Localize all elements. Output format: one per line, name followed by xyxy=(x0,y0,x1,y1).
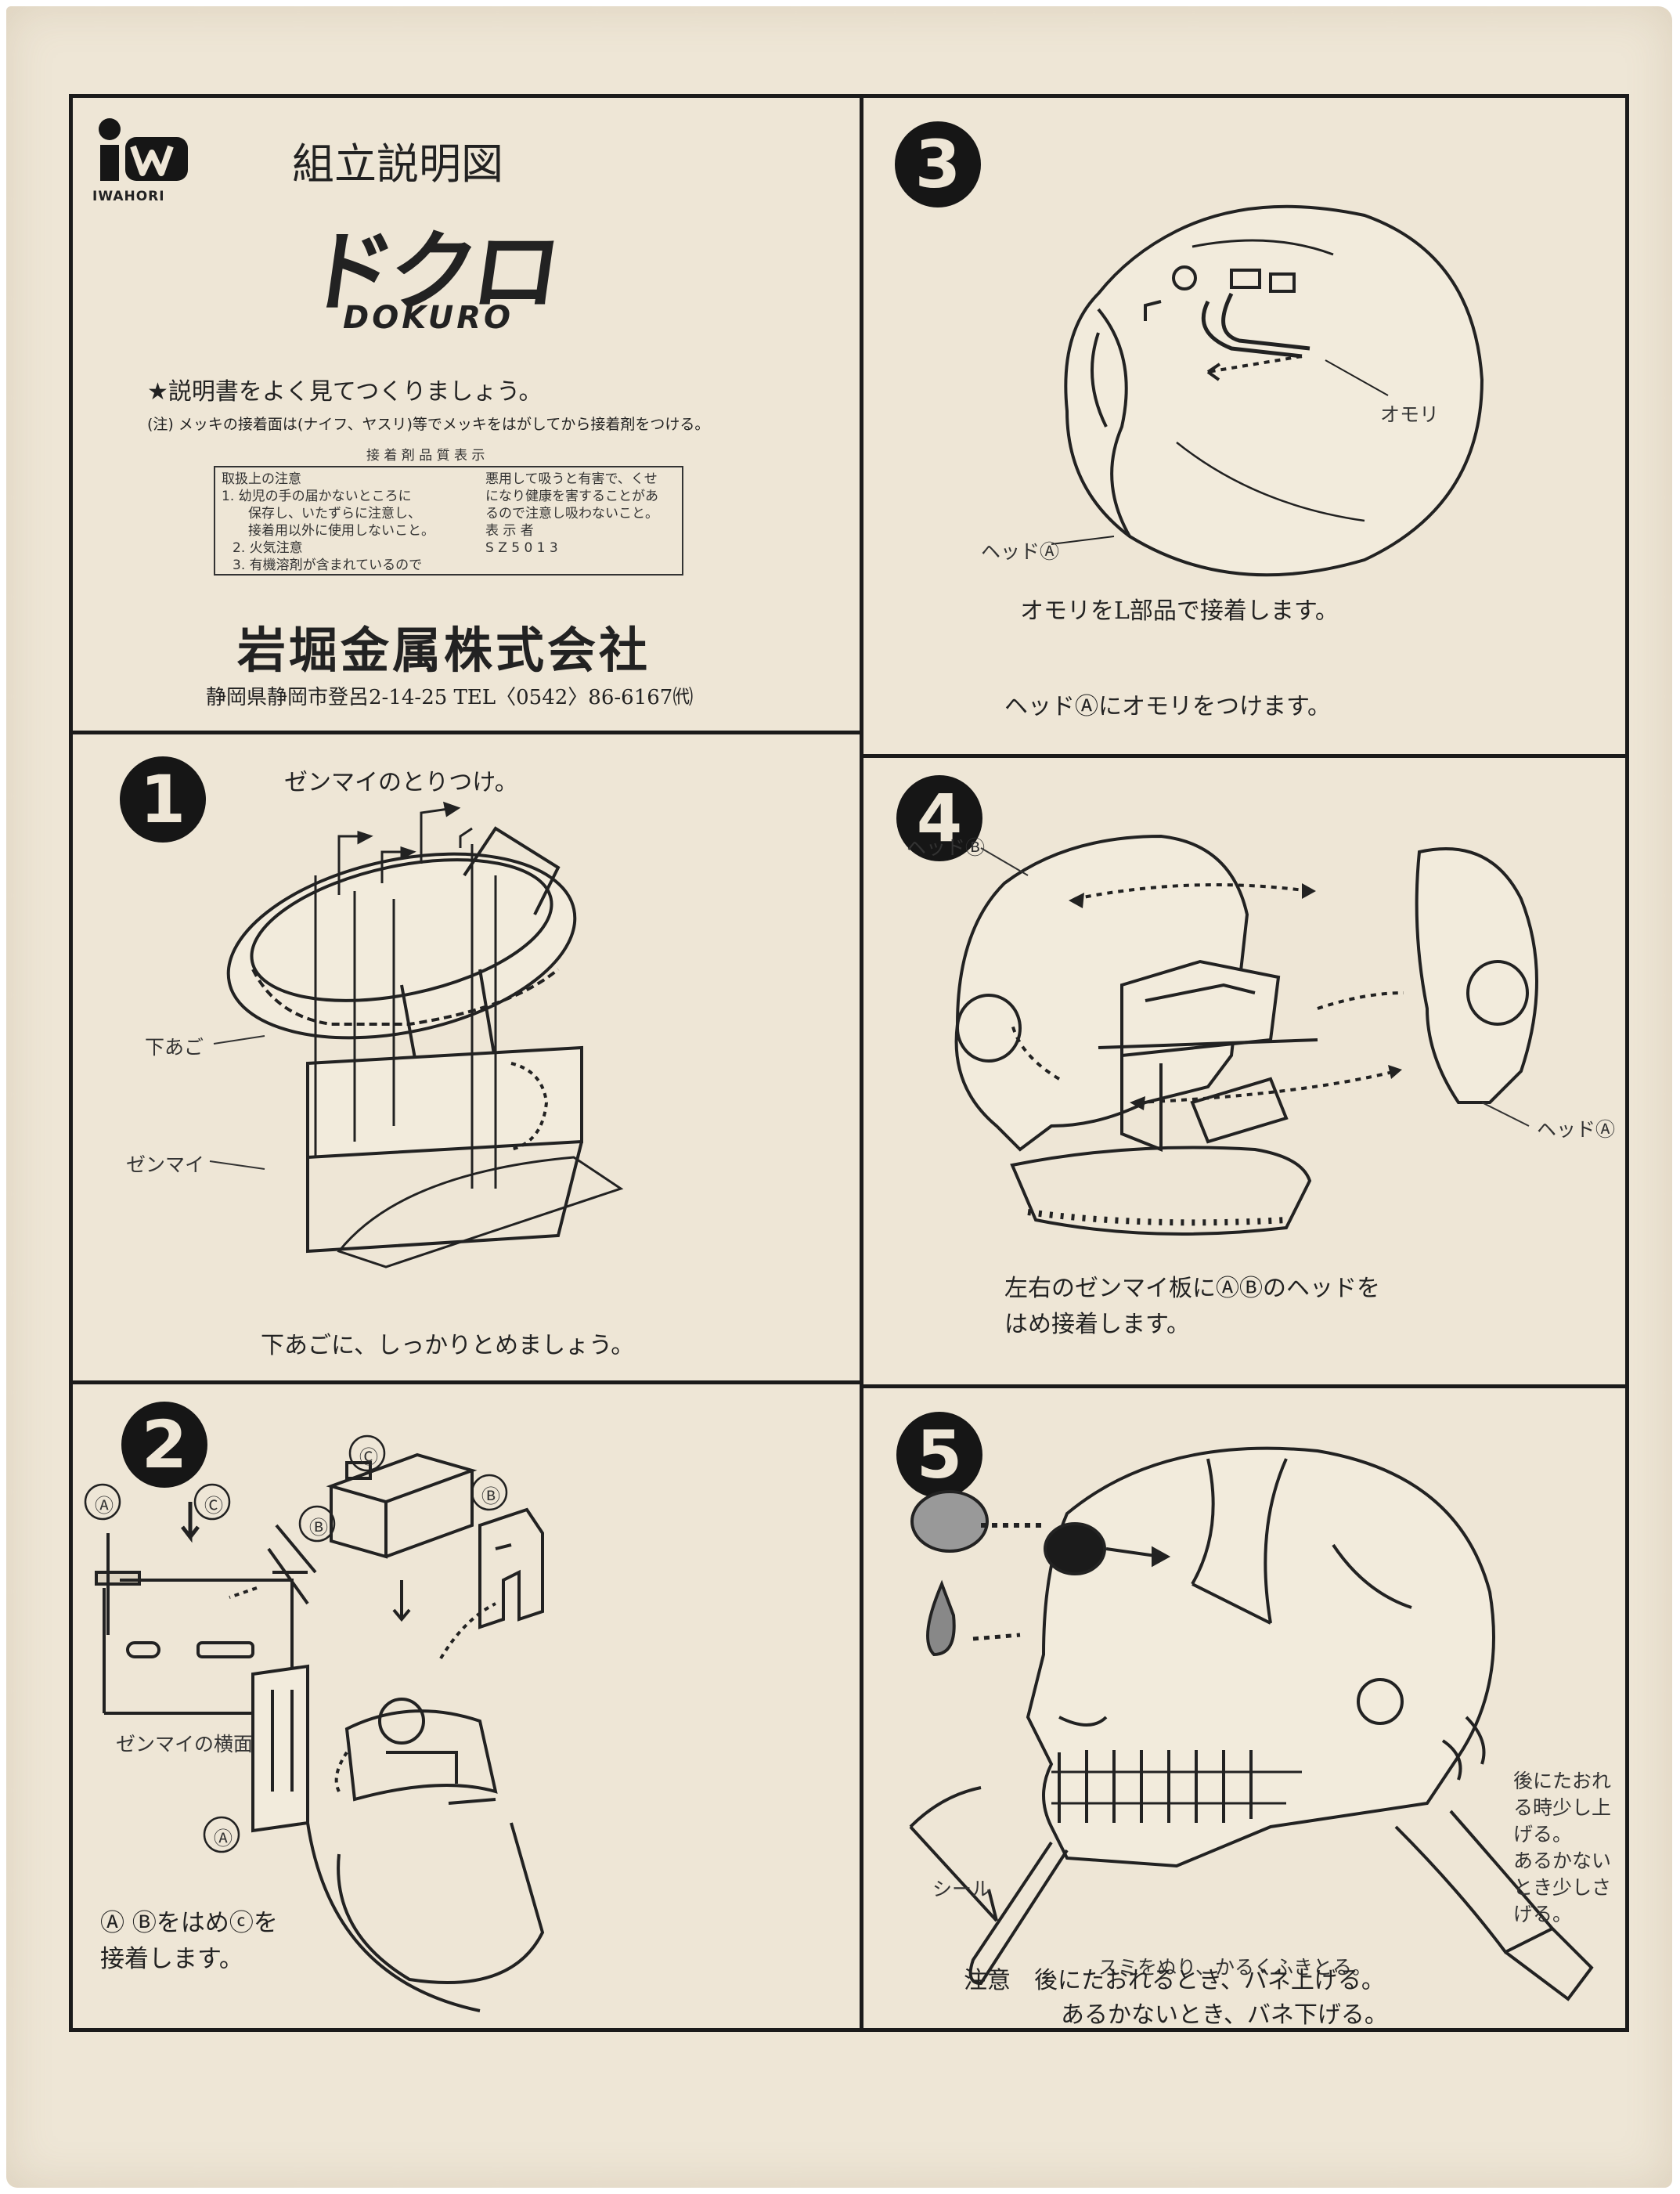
step-5-number: 5 xyxy=(896,1412,982,1498)
adhesive-left-line: 2. 火気注意 xyxy=(233,540,303,556)
step-3-label-head-a: ヘッドⒶ xyxy=(981,540,1060,563)
adhesive-right-column: 悪用して吸うと有害で、くせ になり健康を害することがあ るので注意し吸わないこと… xyxy=(485,471,658,557)
divider-left-2 xyxy=(73,1380,860,1384)
step-4-caption-line: 左右のゼンマイ板にⒶⒷのヘッドを xyxy=(1004,1275,1380,1302)
iwahori-logo: IWAHORI xyxy=(92,115,194,209)
adhesive-left-line: 取扱上の注意 xyxy=(222,471,301,487)
step-1-title: ゼンマイのとりつけ。 xyxy=(284,769,518,796)
step-5-label-ink: スミをぬり、かるくふきとる。 xyxy=(1098,1956,1372,1979)
step-2-caption-line: 接着します。 xyxy=(100,1945,243,1973)
step-5-caution: 注意 後にたおれるとき、バネ上げる。 あるかないとき、バネ下げる。 xyxy=(964,1964,1388,2033)
notice-text: ★説明書をよく見てつくりましょう。 xyxy=(147,378,543,406)
step-2-illustration xyxy=(84,1434,545,2012)
divider-right-2 xyxy=(863,1384,1625,1388)
step-3-label-weight: オモリ xyxy=(1380,403,1440,426)
step-2-label-c: Ⓒ xyxy=(204,1495,223,1517)
step-5-side-note: 後にたおれ る時少し上 げる。 あるかない とき少しさ げる。 xyxy=(1513,1768,1611,1928)
step-4-panel: 4 xyxy=(863,758,1625,1384)
adhesive-left-column: 取扱上の注意 1. 幼児の手の届かないところに 保存し、いたずらに注意し、 接着… xyxy=(222,471,434,574)
step-1-number: 1 xyxy=(120,756,206,843)
adhesive-right-line: 悪用して吸うと有害で、くせ xyxy=(485,471,658,487)
step-3-number: 3 xyxy=(895,121,981,207)
center-divider xyxy=(860,98,863,2028)
step-1-panel: 1 ゼンマイのとりつけ。 xyxy=(73,734,860,1380)
logo-text: IWAHORI xyxy=(92,189,165,204)
step-5-side-note-line: げる。 xyxy=(1513,1823,1573,1846)
adhesive-right-line: るので注意し吸わないこと。 xyxy=(485,506,658,521)
adhesive-right-line: 表 示 者 xyxy=(485,523,534,539)
step-5-side-note-line: 後にたおれ xyxy=(1513,1770,1612,1792)
step-3-illustration xyxy=(1051,204,1484,577)
step-5-side-note-line: げる。 xyxy=(1513,1903,1573,1925)
divider-left-1 xyxy=(73,731,860,734)
company-address: 静岡県静岡市登呂2-14-25 TEL〈0542〉86-6167㈹ xyxy=(206,686,694,709)
page-title: 組立説明図 xyxy=(292,139,503,189)
caution-text: (注) メッキの接着面は(ナイフ、ヤスリ)等でメッキをはがしてから接着剤をつける… xyxy=(147,416,710,433)
step-3-caption-2: ヘッドⒶにオモリをつけます。 xyxy=(1004,693,1331,720)
step-4-caption: 左右のゼンマイ板にⒶⒷのヘッドを はめ接着します。 xyxy=(1004,1271,1380,1343)
instruction-frame: IWAHORI 組立説明図 ドクロ DOKURO ★説明書をよく見てつくりましょ… xyxy=(69,94,1629,2032)
step-5-caution-line: 注意 後にたおれるとき、バネ上げる。 xyxy=(964,1967,1385,1994)
product-logo-en: DOKURO xyxy=(343,300,514,336)
step-2-caption: Ⓐ Ⓑをはめⓒを 接着します。 xyxy=(100,1905,278,1977)
step-2-label-b: Ⓑ xyxy=(309,1517,328,1539)
adhesive-left-line: 1. 幼児の手の届かないところに xyxy=(222,489,412,504)
adhesive-left-line: 保存し、いたずらに注意し、 xyxy=(248,506,421,521)
divider-right-1 xyxy=(863,754,1625,758)
step-2-label-a: Ⓐ xyxy=(95,1495,114,1517)
step-2-label-a-part: Ⓐ xyxy=(214,1828,233,1849)
step-1-caption: 下あごに、しっかりとめましょう。 xyxy=(261,1332,635,1359)
adhesive-left-line: 接着用以外に使用しないこと。 xyxy=(248,523,434,539)
step-5-side-note-line: あるかない xyxy=(1513,1849,1612,1872)
adhesive-right-line: S Z 5 0 1 3 xyxy=(485,540,558,556)
step-1-label-jaw: 下あご xyxy=(145,1036,204,1059)
step-3-panel: 3 xyxy=(863,98,1625,754)
adhesive-heading: 接 着 剤 品 質 表 示 xyxy=(366,448,485,464)
adhesive-left-line: 3. 有機溶剤が含まれているので xyxy=(233,558,423,573)
step-2-label-b-part: Ⓑ xyxy=(481,1485,500,1507)
step-5-side-note-line: る時少し上 xyxy=(1513,1796,1612,1819)
iw-logo-mark-icon xyxy=(99,118,188,181)
step-4-number: 4 xyxy=(896,775,982,861)
step-2-label-spring-side: ゼンマイの横面 xyxy=(116,1733,254,1756)
step-5-caution-line: あるかないとき、バネ下げる。 xyxy=(1061,2001,1388,2029)
adhesive-notice-box: 取扱上の注意 1. 幼児の手の届かないところに 保存し、いたずらに注意し、 接着… xyxy=(214,466,683,576)
adhesive-right-line: になり健康を害することがあ xyxy=(485,489,658,504)
step-5-panel: 5 xyxy=(863,1388,1625,2036)
step-4-caption-line: はめ接着します。 xyxy=(1004,1311,1190,1338)
step-4-label-head-b: ヘッドⒷ xyxy=(907,836,986,859)
step-2-panel: 2 xyxy=(73,1384,860,2034)
instruction-sheet: IWAHORI 組立説明図 ドクロ DOKURO ★説明書をよく見てつくりましょ… xyxy=(6,6,1672,2188)
step-1-label-spring: ゼンマイ xyxy=(126,1153,205,1176)
step-2-label-c-part: Ⓒ xyxy=(359,1446,378,1468)
step-4-illustration xyxy=(954,834,1538,1236)
step-3-caption-1: オモリをL部品で接着します。 xyxy=(1020,597,1339,625)
step-5-label-sticker: シール xyxy=(932,1878,992,1900)
header-panel: IWAHORI 組立説明図 ドクロ DOKURO ★説明書をよく見てつくりましょ… xyxy=(73,98,860,731)
step-2-caption-line: Ⓐ Ⓑをはめⓒを xyxy=(100,1909,278,1937)
step-4-label-head-a: ヘッドⒶ xyxy=(1537,1118,1616,1141)
company-name: 岩堀金属株式会社 xyxy=(237,622,651,679)
step-5-side-note-line: とき少しさ xyxy=(1513,1876,1612,1899)
step-1-illustration xyxy=(209,801,624,1268)
step-5-illustration xyxy=(909,1446,1594,2001)
step-2-number: 2 xyxy=(121,1402,207,1488)
